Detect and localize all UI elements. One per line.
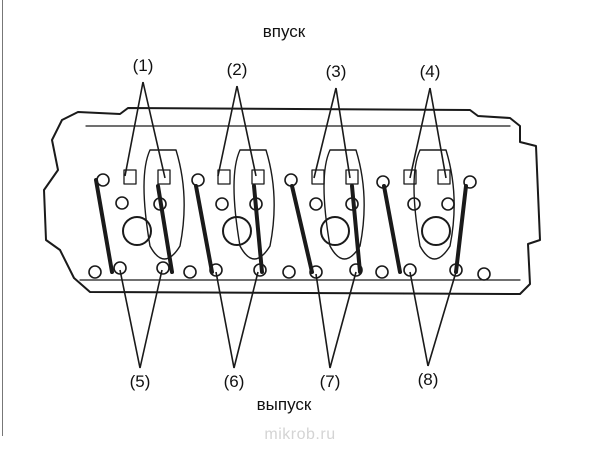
leader-2 <box>217 85 257 177</box>
leader-6 <box>215 271 259 369</box>
rocker-arm-3a <box>290 184 314 274</box>
rocker-arm-4a <box>382 184 402 274</box>
spark-plug-well-3 <box>320 216 350 246</box>
rocker-arm-2a <box>194 184 214 274</box>
intake-label: впуск <box>262 22 306 41</box>
valve-caps <box>123 169 451 185</box>
inner-casting-edge <box>79 125 521 281</box>
exhaust-bolt-row <box>88 261 491 281</box>
spark-plug-well-2 <box>222 216 252 246</box>
callout-5: (5) <box>129 372 151 391</box>
callout-4: (4) <box>419 62 441 81</box>
rocker-arm-3b <box>350 184 362 274</box>
cylinder-head-outline <box>43 107 541 295</box>
spark-plug-well-4 <box>421 216 451 246</box>
callout-8: (8) <box>417 370 439 389</box>
exhaust-label: выпуск <box>256 395 312 414</box>
rocker-arm-2b <box>252 184 264 274</box>
rocker-arm-4b <box>454 184 468 274</box>
callout-2: (2) <box>226 60 248 79</box>
callout-1: (1) <box>132 56 154 75</box>
valve-pocket-3 <box>323 149 365 260</box>
valve-pocket-4 <box>413 149 455 260</box>
leader-8 <box>409 271 457 367</box>
rocker-arm-1b <box>156 184 174 274</box>
spark-plug-well-1 <box>122 216 152 246</box>
leader-1 <box>124 81 166 179</box>
callout-3: (3) <box>325 62 347 81</box>
callout-leader-lines <box>119 81 457 369</box>
valve-pocket-1 <box>143 149 185 260</box>
intake-bolt-row <box>96 173 477 211</box>
watermark-text: mikrob.ru <box>264 426 336 443</box>
leader-4 <box>409 87 447 179</box>
left-border-line <box>2 0 3 436</box>
callout-6: (6) <box>223 372 245 391</box>
valve-pocket-2 <box>233 149 275 260</box>
leader-5 <box>119 269 163 369</box>
leader-3 <box>313 87 351 179</box>
leader-7 <box>315 271 357 369</box>
callout-7: (7) <box>319 372 341 391</box>
rocker-arm-1a <box>94 178 114 274</box>
